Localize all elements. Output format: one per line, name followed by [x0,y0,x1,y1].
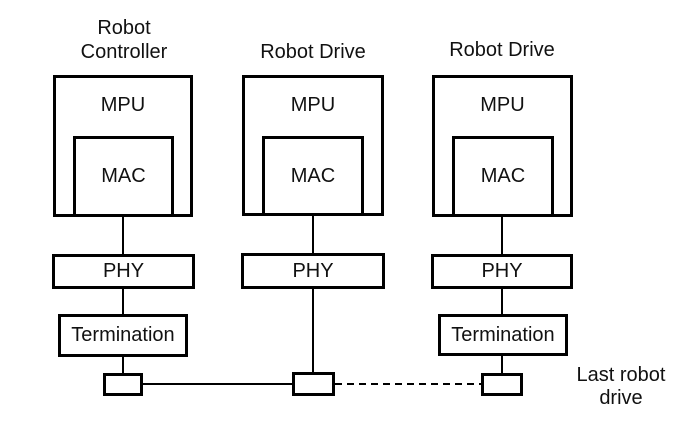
phy-box-3: PHY [431,254,573,289]
last-robot-drive-label: Last robot drive [576,364,666,409]
mac-label-3: MAC [480,165,526,187]
column-title-robot-drive-1: Robot Drive [260,41,366,63]
mac-label-2: MAC [290,164,336,187]
mac-label-1: MAC [101,165,146,187]
mac-box-3: MAC [452,136,554,217]
phy-label-1: PHY [102,260,145,282]
termination-label-3: Termination [451,323,555,346]
bus-connector-box-3 [481,373,523,396]
mpu-label-1: MPU [100,94,146,116]
phy-label-3: PHY [481,260,523,282]
bus-connector-box-1 [103,373,143,396]
phy-label-2: PHY [292,259,334,282]
phy-box-2: PHY [241,253,385,289]
phy-box-1: PHY [52,254,195,289]
termination-box-1: Termination [58,314,188,357]
mac-box-1: MAC [73,136,174,217]
mac-box-2: MAC [262,136,364,216]
column-title-robot-drive-2: Robot Drive [449,39,555,61]
termination-label-1: Termination [71,324,175,346]
termination-box-3: Termination [438,314,568,356]
bus-connector-box-2 [292,372,335,396]
mpu-label-3: MPU [480,94,525,116]
mpu-label-2: MPU [290,94,336,116]
column-title-robot-controller: Robot Controller [80,17,168,63]
